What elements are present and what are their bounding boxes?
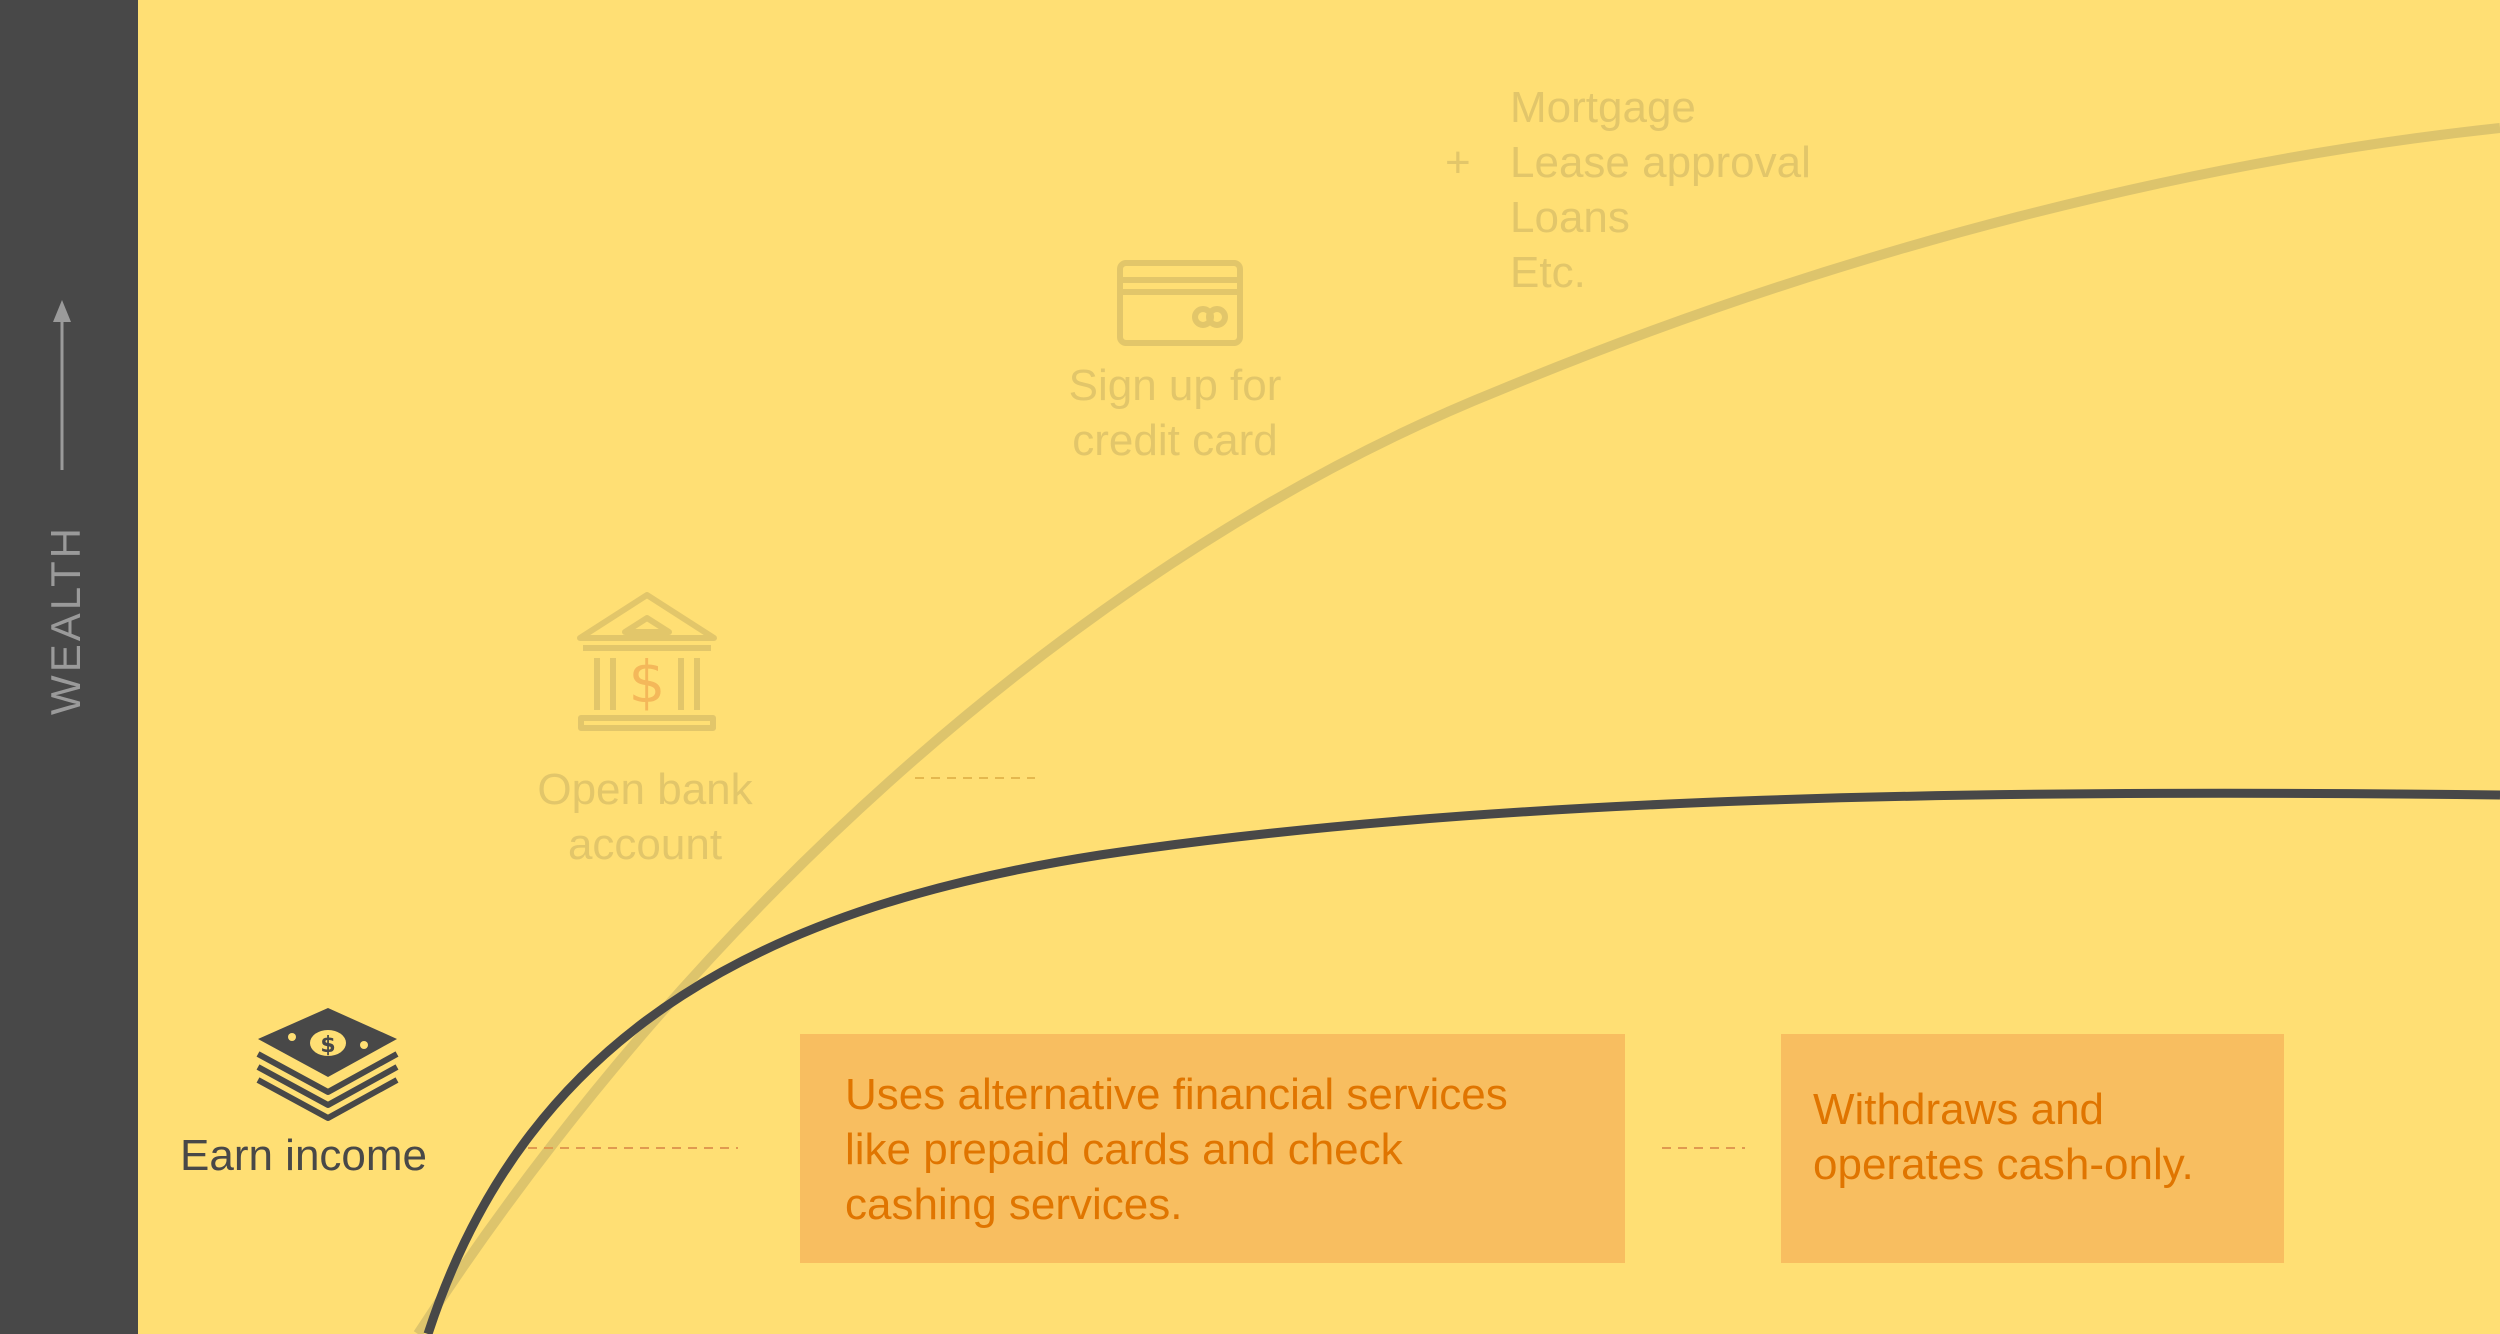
alternative-services-line: like prepaid cards and check (845, 1125, 1403, 1174)
cash-only-line: Withdraws and (1813, 1085, 2105, 1134)
alternative-services-line: cashing services. (845, 1180, 1183, 1229)
open-bank-line-1: Open bank (537, 765, 753, 814)
alternative-services-box: Uses alternative financial services like… (800, 1034, 1625, 1263)
svg-text:$: $ (320, 1033, 335, 1058)
credit-card-icon (1117, 260, 1243, 346)
alternative-services-line: Uses alternative financial services (845, 1070, 1508, 1119)
cash-only-box: Withdraws and operates cash-only. (1781, 1034, 2284, 1263)
arrow-up-icon (53, 300, 71, 470)
earn-income-label: Earn income (180, 1131, 428, 1180)
credit-card-line-1: Sign up for (1068, 361, 1282, 410)
plus-sign: + (1445, 138, 1471, 187)
credit-card-line-2: credit card (1072, 416, 1278, 465)
open-bank-line-2: account (567, 820, 723, 869)
banked-wealth-curve (413, 123, 2500, 1334)
benefits-list: Mortgage Lease approval Loans Etc. (1510, 80, 1811, 300)
svg-text:$: $ (629, 648, 666, 716)
unbanked-wealth-curve (423, 788, 2500, 1334)
money-stack-icon: $ (256, 1008, 399, 1121)
cash-only-line: operates cash-only. (1813, 1140, 2194, 1189)
wealth-axis-sidebar: WEALTH (0, 0, 138, 1334)
bank-icon: $ (577, 592, 717, 731)
benefit-item: Etc. (1510, 248, 1586, 297)
benefit-item: Lease approval (1510, 138, 1811, 187)
credit-card-label: Sign up for credit card (1040, 358, 1310, 468)
benefit-item: Loans (1510, 193, 1630, 242)
open-bank-label: Open bank account (505, 762, 785, 872)
benefit-item: Mortgage (1510, 83, 1696, 132)
